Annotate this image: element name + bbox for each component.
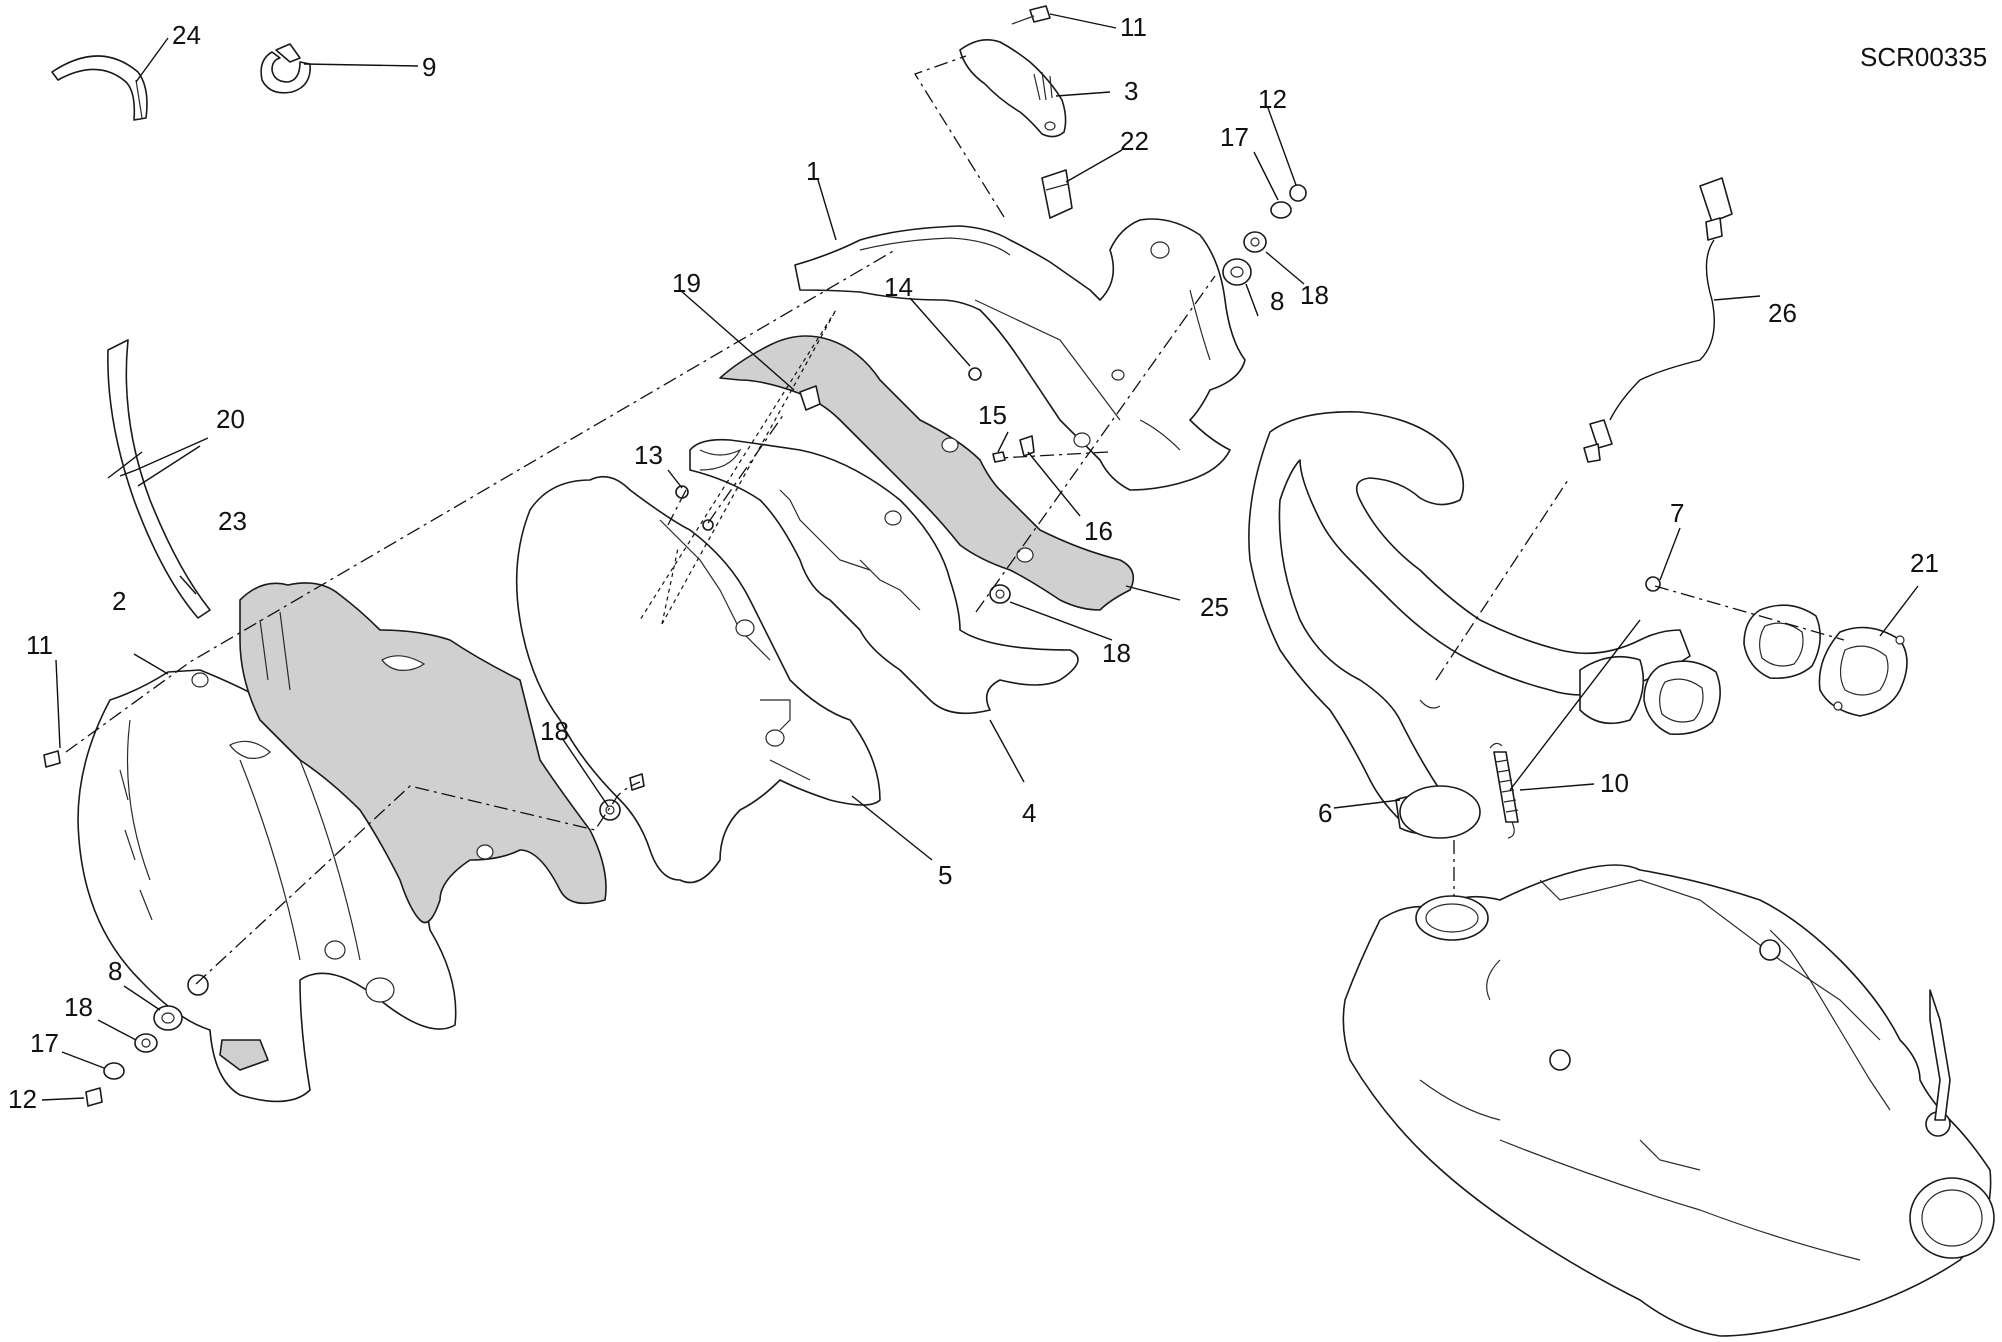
callout-10: 10	[1600, 768, 1629, 798]
callout-3: 3	[1124, 76, 1138, 106]
callout-12-left: 12	[8, 1084, 37, 1114]
callout-18-top: 18	[1300, 280, 1329, 310]
callout-8-left: 8	[108, 956, 122, 986]
flange-gasket-part-21	[1818, 626, 1908, 717]
callout-16: 16	[1084, 516, 1113, 546]
callout-22: 22	[1120, 126, 1149, 156]
heat-shield-part-5	[515, 475, 881, 884]
strap-part-24	[51, 55, 148, 121]
callout-11-left: 11	[26, 630, 53, 660]
callout-7: 7	[1670, 498, 1684, 528]
spring-part-10	[1489, 742, 1519, 839]
callout-11-top: 11	[1120, 12, 1147, 42]
callout-13: 13	[634, 440, 663, 470]
silencer	[1342, 864, 1995, 1337]
callout-19: 19	[672, 268, 701, 298]
callout-17-left: 17	[30, 1028, 59, 1058]
bracket-part-3	[959, 39, 1067, 138]
callout-12-top: 12	[1258, 84, 1287, 114]
callout-leaders	[41, 13, 1919, 1101]
callout-18-right: 18	[1102, 638, 1131, 668]
diagram-code: SCR00335	[1860, 42, 1987, 72]
callout-26: 26	[1768, 298, 1797, 328]
callout-1: 1	[806, 156, 820, 186]
callout-4: 4	[1022, 798, 1036, 828]
callout-18-mid: 18	[540, 716, 569, 746]
clamp-part-9	[260, 43, 311, 94]
strip-part-20	[107, 339, 211, 619]
dotted-guides	[639, 309, 837, 625]
callout-5: 5	[938, 860, 952, 890]
callout-23: 23	[218, 506, 247, 536]
callout-15: 15	[978, 400, 1007, 430]
heat-shield-part-1	[794, 218, 1246, 491]
callout-17-top: 17	[1220, 122, 1249, 152]
callout-6: 6	[1318, 798, 1332, 828]
callout-2: 2	[112, 586, 126, 616]
callout-20: 20	[216, 404, 245, 434]
callout-labels: 24 9 11 3 22 1 12 17 18 8 26 19 14 15 16…	[8, 12, 1939, 1114]
callout-21: 21	[1910, 548, 1939, 578]
callout-18-left: 18	[64, 992, 93, 1022]
oxygen-sensor-part-26	[1583, 177, 1733, 463]
hardware-items	[43, 5, 1661, 1107]
exhaust-header-part-6	[1248, 411, 1691, 839]
exhaust-flange-left	[1743, 604, 1821, 680]
callout-24: 24	[172, 20, 201, 50]
connector-part-22	[1041, 169, 1073, 219]
callout-25: 25	[1200, 592, 1229, 622]
callout-8-top: 8	[1270, 286, 1284, 316]
heat-shield-part-2	[77, 669, 457, 1103]
callout-14: 14	[884, 272, 913, 302]
callout-9: 9	[422, 52, 436, 82]
heat-shield-part-4	[689, 438, 1079, 715]
exhaust-flange-right	[1643, 660, 1721, 736]
heat-shield-part-23	[239, 582, 607, 924]
assembly-axis-lines	[65, 55, 1845, 985]
